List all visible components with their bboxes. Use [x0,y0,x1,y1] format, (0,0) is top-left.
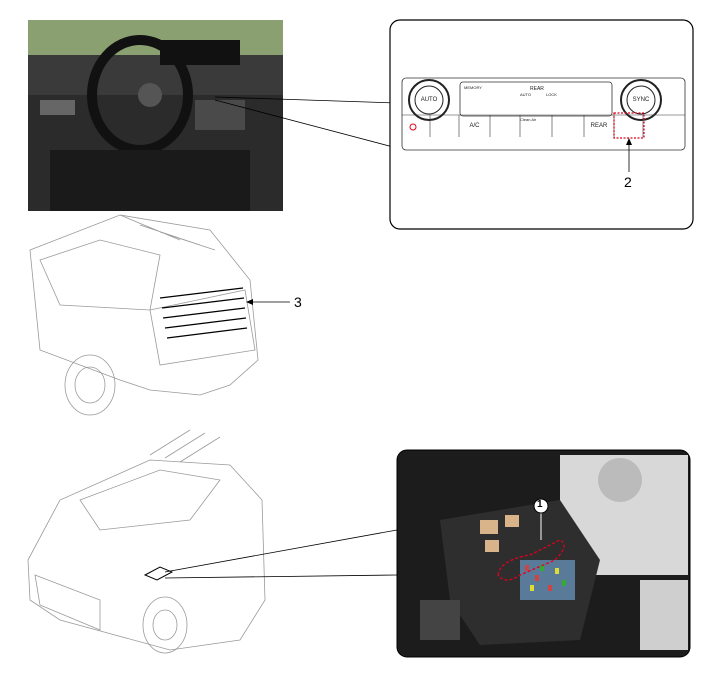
display-rear-label: REAR [530,86,544,92]
callout-2: 2 [624,174,632,190]
ac-button: A/C [469,123,480,129]
engine-room-fuse-box-photo [396,449,691,658]
leader-line [164,574,398,579]
leader-line [164,529,398,573]
callout-3: 3 [294,294,302,310]
leader-line [214,96,398,104]
callout-1: 1 [537,499,543,510]
rear-window-defroster-lines [159,287,248,339]
vehicle-rear-view-drawing [29,214,259,416]
sync-knob-label: SYNC [632,97,650,103]
display-memory-label: MEMORY [464,85,482,90]
auto-knob-label: AUTO [420,97,438,103]
rear-button: REAR [590,123,608,129]
display-lock-label: LOCK [546,92,557,97]
fuse-box-location-marker [143,566,174,581]
interior-dashboard-photo [28,20,283,211]
display-auto-label: AUTO [520,92,532,97]
vehicle-front-view-drawing [27,429,266,654]
climate-control-panel-detail [389,19,694,230]
leader-line [214,99,398,149]
clean-air-label: Clean Air [520,117,537,122]
